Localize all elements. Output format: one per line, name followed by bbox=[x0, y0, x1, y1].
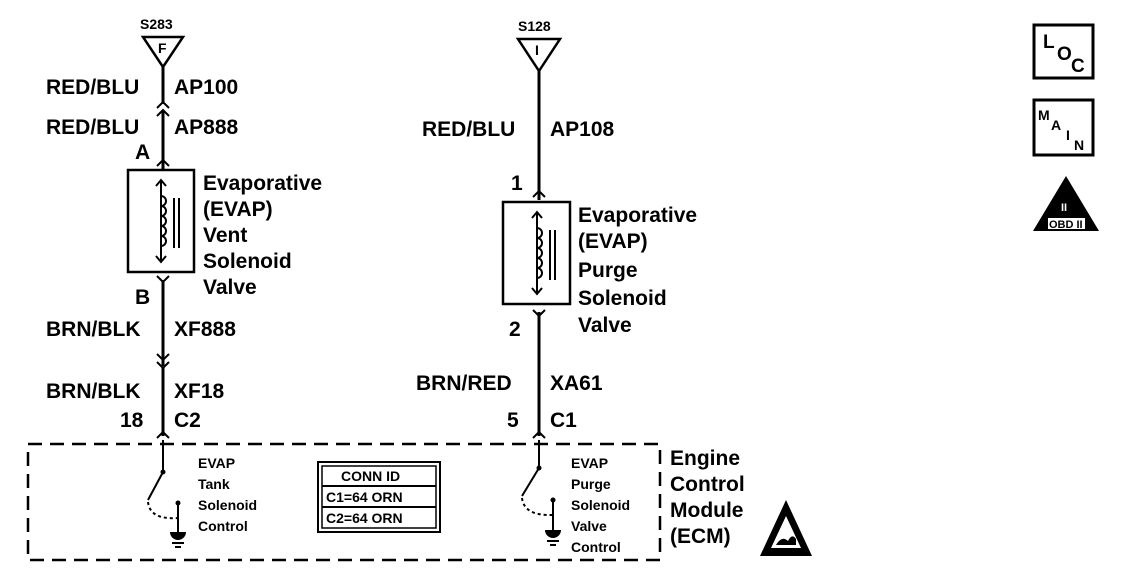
wire-right-ecm-color: BRN/RED bbox=[416, 372, 512, 395]
purge-switch-label-4: Valve bbox=[571, 518, 607, 534]
wire-left-top-circuit: AP100 bbox=[174, 76, 238, 99]
purge-solenoid-label-2: (EVAP) bbox=[578, 230, 648, 253]
obd-ii-icon[interactable]: II OBD II bbox=[1033, 176, 1099, 231]
loc-letter-o: O bbox=[1057, 44, 1072, 65]
main-letter-n: N bbox=[1074, 137, 1084, 153]
obd-icon-top: II bbox=[1061, 202, 1067, 214]
wire-left-ecm-color: BRN/BLK bbox=[46, 380, 141, 403]
loc-letter-l: L bbox=[1043, 32, 1055, 53]
splice-right-id: S128 bbox=[518, 18, 551, 34]
tank-switch-label-1: EVAP bbox=[198, 455, 235, 471]
ecm-connector-left: C2 bbox=[174, 409, 201, 432]
purge-switch-label-2: Purge bbox=[571, 476, 611, 492]
left-circuit: S283 F RED/BLU AP100 RED/BLU AP888 A Eva… bbox=[46, 16, 322, 439]
vent-solenoid-label-5: Valve bbox=[203, 276, 257, 299]
splice-left-letter: F bbox=[158, 40, 167, 56]
ecm-label-4: (ECM) bbox=[670, 525, 731, 548]
ecm-pin-left: 18 bbox=[120, 409, 144, 432]
esd-warning-icon bbox=[760, 500, 812, 556]
wire-left-mid-color: RED/BLU bbox=[46, 116, 139, 139]
ground-icon bbox=[170, 532, 186, 548]
ecm-label-2: Control bbox=[670, 473, 745, 496]
right-circuit: S128 I RED/BLU AP108 1 Evaporative (EVAP… bbox=[416, 18, 697, 439]
purge-solenoid-coil-icon bbox=[536, 227, 543, 279]
conn-id-table: CONN ID C1=64 ORN C2=64 ORN bbox=[317, 461, 441, 533]
wire-right-top-circuit: AP108 bbox=[550, 118, 615, 141]
tank-switch-label-3: Solenoid bbox=[198, 497, 257, 513]
obd-icon-label: OBD II bbox=[1049, 219, 1083, 231]
ground-icon bbox=[545, 530, 561, 546]
tank-switch-label-4: Control bbox=[198, 518, 248, 534]
purge-switch-label-3: Solenoid bbox=[571, 497, 630, 513]
wire-left-low-circuit: XF888 bbox=[174, 318, 236, 341]
purge-solenoid-label-5: Valve bbox=[578, 314, 632, 337]
purge-solenoid-label-3: Purge bbox=[578, 259, 638, 282]
main-nav-button[interactable]: M A I N bbox=[1032, 98, 1095, 157]
main-letter-m: M bbox=[1038, 107, 1050, 123]
main-letter-i: I bbox=[1066, 127, 1070, 143]
splice-right-letter: I bbox=[535, 42, 539, 58]
vent-solenoid-label-3: Vent bbox=[203, 224, 247, 247]
wire-right-ecm-circuit: XA61 bbox=[550, 372, 603, 395]
splice-right-triangle[interactable] bbox=[515, 37, 563, 74]
wire-left-top-color: RED/BLU bbox=[46, 76, 139, 99]
ecm-connector-right: C1 bbox=[550, 409, 577, 432]
loc-letter-c: C bbox=[1071, 56, 1085, 77]
purge-switch-label-1: EVAP bbox=[571, 455, 608, 471]
conn-id-row-1: C1=64 ORN bbox=[326, 489, 403, 505]
purge-switch-label-5: Control bbox=[571, 539, 621, 555]
ecm-pin-right: 5 bbox=[507, 409, 519, 432]
pin-left-bottom: B bbox=[135, 286, 150, 309]
tank-solenoid-control-switch: EVAP Tank Solenoid Control bbox=[147, 440, 257, 548]
main-letter-a: A bbox=[1051, 117, 1061, 133]
tank-switch-label-2: Tank bbox=[198, 476, 230, 492]
vent-solenoid-label-4: Solenoid bbox=[203, 250, 292, 273]
splice-left-id: S283 bbox=[140, 16, 173, 32]
loc-nav-button[interactable]: L O C bbox=[1032, 23, 1095, 80]
purge-valve-control-switch: EVAP Purge Solenoid Valve Control bbox=[521, 440, 630, 555]
conn-id-title: CONN ID bbox=[341, 468, 400, 484]
wire-right-top-color: RED/BLU bbox=[422, 118, 515, 141]
pin-right-bottom: 2 bbox=[509, 318, 521, 341]
wire-left-low-color: BRN/BLK bbox=[46, 318, 141, 341]
purge-solenoid-label-4: Solenoid bbox=[578, 287, 667, 310]
pin-right-top: 1 bbox=[511, 172, 523, 195]
wire-left-ecm-circuit: XF18 bbox=[174, 380, 225, 403]
splice-left-triangle[interactable] bbox=[140, 35, 186, 70]
conn-id-row-2: C2=64 ORN bbox=[326, 510, 403, 526]
vent-solenoid-label-1: Evaporative bbox=[203, 172, 322, 195]
ecm-label-1: Engine bbox=[670, 447, 740, 470]
ecm-module: Engine Control Module (ECM) EVAP Tank So… bbox=[26, 440, 812, 562]
wire-left-mid-circuit: AP888 bbox=[174, 116, 239, 139]
ecm-dashed-outline[interactable] bbox=[26, 442, 662, 562]
purge-solenoid-label-1: Evaporative bbox=[578, 204, 697, 227]
vent-solenoid-coil-icon bbox=[160, 195, 167, 247]
vent-solenoid-label-2: (EVAP) bbox=[203, 198, 273, 221]
pin-left-top: A bbox=[135, 141, 150, 164]
ecm-label-3: Module bbox=[670, 499, 744, 522]
